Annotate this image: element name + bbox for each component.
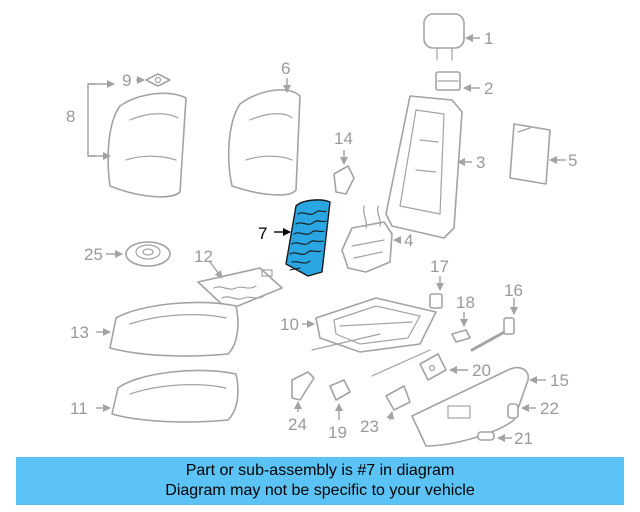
callout-17: 17: [430, 257, 449, 276]
callout-18: 18: [456, 293, 475, 312]
callout-19: 19: [328, 423, 347, 442]
caption-line-2: Diagram may not be specific to your vehi…: [165, 482, 475, 499]
callout-4: 4: [404, 231, 413, 250]
callout-2: 2: [484, 79, 493, 98]
callout-11: 11: [70, 399, 88, 418]
callout-7: 7: [258, 224, 267, 243]
callout-21: 21: [514, 429, 533, 448]
part-4-frame-bracket: 4: [341, 205, 413, 273]
callout-10: 10: [280, 315, 299, 334]
part-1-headrest: 1: [423, 13, 493, 61]
callout-1: 1: [484, 29, 493, 48]
part-21-knob: 21: [477, 429, 533, 448]
caption-line-1: Part or sub-assembly is #7 in diagram: [185, 462, 455, 479]
part-16-lever: 16: [470, 281, 523, 352]
callout-3: 3: [476, 153, 485, 172]
part-15-side-shield: 15: [411, 366, 569, 447]
callout-8: 8: [66, 107, 75, 126]
callout-20: 20: [472, 361, 491, 380]
callout-16: 16: [504, 281, 523, 300]
part-24-trim: 24: [288, 371, 315, 434]
part-2-headrest-guide: 2: [435, 71, 493, 98]
part-22-knob: 22: [507, 399, 559, 419]
callout-23: 23: [360, 417, 379, 436]
part-5-back-panel: 5: [509, 123, 577, 185]
callout-14: 14: [334, 129, 353, 148]
callout-5: 5: [568, 151, 577, 170]
part-19-cover-clip: 19: [328, 379, 351, 442]
part-23-bracket: 23: [360, 385, 411, 436]
part-6-seatback-pad: 6: [227, 59, 301, 196]
caption-banner: Part or sub-assembly is #7 in diagram Di…: [16, 457, 624, 505]
callout-22: 22: [540, 399, 559, 418]
part-9-clip: 9: [122, 71, 171, 90]
seat-parts-diagram: 1 2 3 4 5 6: [66, 13, 577, 448]
part-11-cushion-pad: 11: [70, 369, 239, 423]
callout-13: 13: [70, 323, 89, 342]
part-18-cap: 18: [451, 293, 475, 343]
part-20-switch: 20: [419, 353, 491, 381]
part-3-seatback-frame: 3: [385, 95, 485, 239]
part-7-seatback-heater: 7: [258, 199, 331, 277]
part-8-seatback-cover: 8: [66, 80, 187, 198]
callout-15: 15: [550, 371, 569, 390]
part-12-cushion-heater: 12: [194, 247, 283, 311]
part-13-cushion-cover: 13: [70, 301, 239, 357]
callout-12: 12: [194, 247, 213, 266]
part-25-lumbar-disk: 25: [84, 241, 171, 267]
part-10-cushion-frame: 10: [280, 297, 437, 377]
callout-24: 24: [288, 415, 307, 434]
callout-9: 9: [122, 71, 131, 90]
callout-25: 25: [84, 245, 103, 264]
part-17-clip: 17: [429, 257, 449, 309]
callout-6: 6: [281, 59, 290, 78]
part-14-bracket: 14: [333, 129, 355, 195]
